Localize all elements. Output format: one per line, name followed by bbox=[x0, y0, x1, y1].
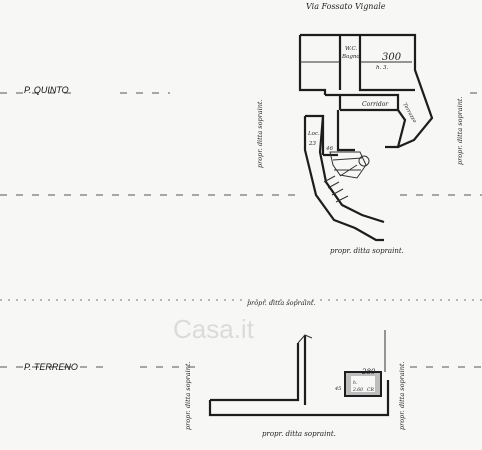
neighbour-ground-bottom: propr. ditta sopraint. bbox=[262, 430, 336, 438]
room-300-label: 300 bbox=[382, 52, 402, 63]
room-300-sub-label: h. 3. bbox=[376, 65, 389, 71]
ground-left-label: 45 bbox=[334, 386, 341, 392]
neighbour-upper-right: propr. ditta sopraint. bbox=[456, 96, 464, 165]
street-label: Via Fossato Vignale bbox=[306, 2, 386, 11]
upper-floor-plan bbox=[298, 33, 434, 242]
ground-tiny-3: CR bbox=[367, 387, 374, 393]
room-corridor-label: Corridor bbox=[362, 101, 389, 108]
room-bagno-label: Bagno bbox=[341, 54, 360, 60]
ground-value-label: 280 bbox=[361, 368, 376, 376]
room-loc-label: Loc. bbox=[307, 131, 320, 137]
ground-floor-plan bbox=[208, 330, 390, 417]
room-wc-label: W.C. bbox=[345, 46, 357, 52]
section-lines bbox=[0, 92, 482, 368]
level-upper-label: P. QUINTO bbox=[24, 85, 69, 95]
room-loc-num-label: 23 bbox=[308, 141, 316, 147]
ground-tiny-2: 2.60 bbox=[352, 387, 363, 393]
neighbour-ground-right: propr. ditta sopraint. bbox=[398, 361, 406, 430]
watermark: Casa.it bbox=[173, 314, 255, 344]
neighbour-ground-top: propr. ditta sopraint. bbox=[247, 299, 316, 307]
neighbour-upper-bottom: propr. ditta sopraint. bbox=[330, 247, 404, 255]
neighbour-upper-left: propr. ditta sopraint. bbox=[256, 99, 264, 168]
level-ground-label: P. TERRENO bbox=[24, 362, 78, 372]
room-small-label: 46 bbox=[325, 146, 333, 152]
neighbour-ground-left: propr. ditta sopraint. bbox=[184, 361, 192, 430]
ground-tiny-1: h. bbox=[353, 380, 358, 386]
